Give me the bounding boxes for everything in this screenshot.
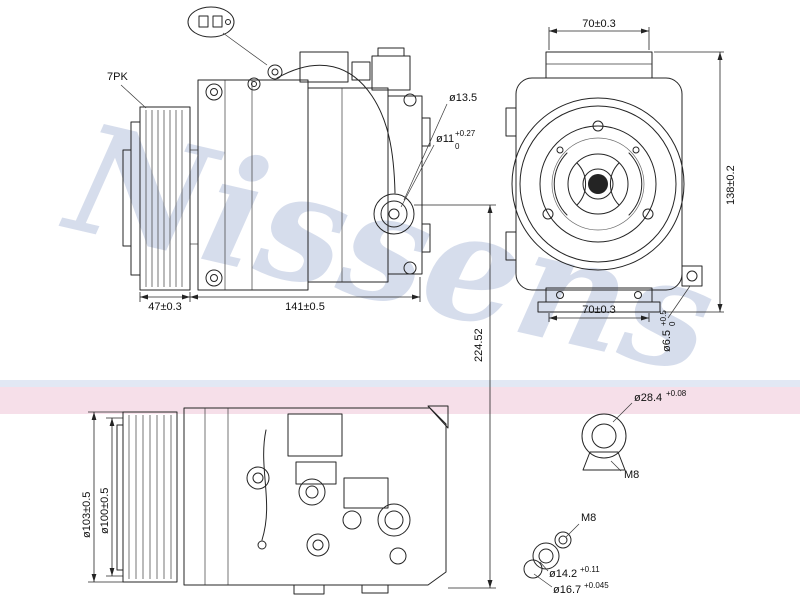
port-detail	[373, 103, 448, 235]
total-length-dim-label: 224.52	[473, 328, 485, 362]
washer-dia-tolerance-sup: +0.045	[584, 581, 609, 590]
belt-type-label: 7PK	[107, 71, 128, 83]
dimension-pulley-diameters: ø103±0.5 ø100±0.5	[81, 411, 123, 583]
dimension-total-length: 224.52	[414, 204, 496, 589]
bolt-dia-label: ø14.2	[549, 568, 577, 580]
compressor-body-bottom	[183, 405, 449, 595]
bush-thread-label: M8	[624, 469, 639, 481]
connector-detail	[187, 6, 268, 66]
bracket-detail: ø28.4 +0.08 M8	[581, 389, 687, 481]
pulley-depth-dim-label: 47±0.3	[148, 301, 182, 313]
front-height-dim-label: 138±0.2	[725, 165, 737, 205]
bush-dia-tolerance-sup: +0.08	[666, 389, 687, 398]
bush-dia-label: ø28.4	[634, 392, 662, 404]
washer-dia-label: ø16.7	[553, 584, 581, 596]
dimension-front-top-width: 70±0.3	[548, 18, 650, 50]
compressor-body-side	[190, 47, 431, 291]
band-top-stripe	[0, 380, 800, 387]
bolt-dia-tolerance-sup: +0.11	[580, 565, 600, 574]
dimension-front-height: 138±0.2	[654, 51, 737, 313]
pulley-inner-dia-label: ø100±0.5	[99, 488, 111, 534]
highlight-band	[0, 380, 800, 414]
port-inner-dia-tolerance-sub: 0	[455, 142, 460, 151]
dimension-pulley-depth: 47±0.3 141±0.5	[139, 277, 421, 313]
mount-hole-tolerance-sup: +0.5	[659, 310, 668, 326]
bolt-thread-label: M8	[581, 512, 596, 524]
top-side-view: 7PK ø13.5 ø11 +0.27 0 47±0.3 141±0.5	[107, 6, 477, 313]
body-length-dim-label: 141±0.5	[285, 301, 325, 313]
port-inner-dia-tolerance-sup: +0.27	[455, 129, 476, 138]
pulley-outer-dia-label: ø103±0.5	[81, 492, 93, 538]
front-bottom-width-dim-label: 70±0.3	[582, 304, 616, 316]
mount-hole-tolerance-sub: 0	[668, 321, 677, 326]
front-view: 70±0.3 138±0.2 70±0.3 ø6.5 +0.5 0	[505, 18, 737, 352]
port-inner-dia-label: ø11	[436, 133, 454, 145]
mount-hole-dia-label: ø6.5	[661, 330, 673, 352]
front-circles	[511, 97, 685, 271]
front-top-width-dim-label: 70±0.3	[582, 18, 616, 30]
dimension-mount-hole: ø6.5 +0.5 0	[659, 285, 691, 352]
band-pink-stripe	[0, 387, 800, 414]
port-outer-dia-label: ø13.5	[449, 92, 477, 104]
dimension-front-bottom-width: 70±0.3	[548, 304, 650, 322]
bottom-side-view: ø103±0.5 ø100±0.5	[81, 405, 449, 595]
front-body	[505, 51, 703, 313]
bolt-detail: M8 ø14.2 +0.11 ø16.7 +0.045	[523, 512, 609, 596]
pulley-side	[122, 106, 191, 291]
pulley-bottom	[116, 411, 178, 583]
